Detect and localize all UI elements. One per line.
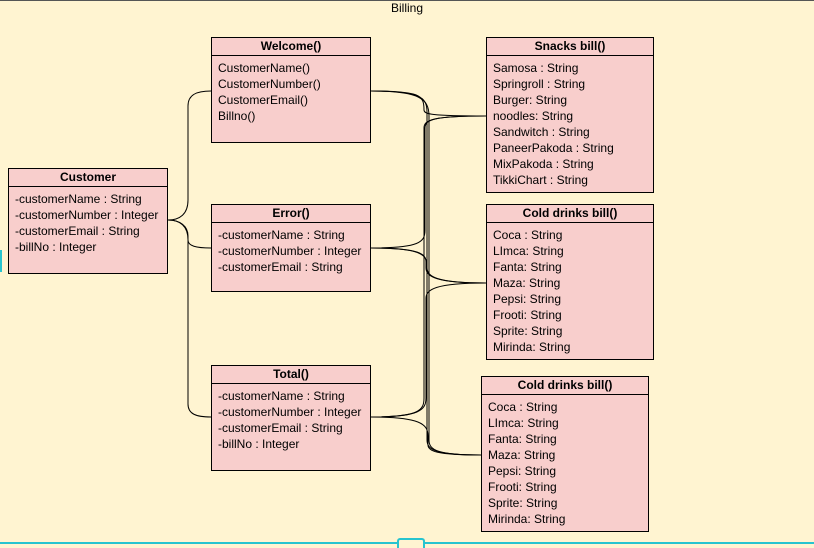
class-title: Total() — [212, 366, 370, 384]
class-member: CustomerEmail() — [218, 93, 309, 107]
class-member: Coca : String — [493, 228, 563, 242]
class-member: -customerEmail : String — [218, 260, 343, 274]
class-member: -billNo : Integer — [15, 240, 97, 254]
class-member: Maza: String — [493, 276, 561, 290]
class-title: Cold drinks bill() — [487, 205, 653, 223]
class-member: -customerName : String — [218, 228, 345, 242]
class-member: Mirinda: String — [488, 512, 566, 526]
class-title: Error() — [212, 205, 370, 223]
class-member: LImca: String — [493, 244, 564, 258]
class-customer[interactable]: Customer -customerName : String -custome… — [8, 168, 168, 274]
class-member: CustomerNumber() — [218, 77, 321, 91]
class-member: noodles: String — [493, 109, 574, 123]
class-member: Frooti: String — [493, 308, 562, 322]
class-snacks-bill[interactable]: Snacks bill() Samosa : String Springroll… — [486, 37, 654, 193]
class-member: Coca : String — [488, 400, 558, 414]
class-cold-drinks-bill-2[interactable]: Cold drinks bill() Coca : String LImca: … — [481, 376, 649, 532]
class-member: Maza: String — [488, 448, 556, 462]
class-total[interactable]: Total() -customerName : String -customer… — [211, 365, 371, 471]
connector-total-cold2 — [370, 416, 482, 456]
class-member: -billNo : Integer — [218, 437, 300, 451]
class-member: Sprite: String — [493, 324, 563, 338]
class-member: Burger: String — [493, 93, 568, 107]
class-member: -customerNumber : Integer — [218, 405, 362, 419]
class-title: Snacks bill() — [487, 38, 653, 56]
resize-handle[interactable] — [397, 538, 425, 548]
class-member: -customerNumber : Integer — [15, 208, 159, 222]
class-member: -customerName : String — [218, 389, 345, 403]
class-member: TikkiChart : String — [493, 173, 588, 187]
class-member: LImca: String — [488, 416, 559, 430]
connector-customer-total — [167, 219, 212, 418]
class-member: PaneerPakoda : String — [493, 141, 614, 155]
class-member: Sprite: String — [488, 496, 558, 510]
connector-total-cold1 — [370, 282, 487, 418]
connector-customer-welcome — [167, 90, 212, 221]
selection-edge — [0, 250, 2, 272]
class-member: Fanta: String — [493, 260, 562, 274]
class-member: Springroll : String — [493, 77, 586, 91]
class-welcome[interactable]: Welcome() CustomerName() CustomerNumber(… — [211, 37, 371, 143]
class-member: Frooti: String — [488, 480, 557, 494]
diagram-title: Billing — [390, 1, 423, 15]
class-member: MixPakoda : String — [493, 157, 594, 171]
class-member: Pepsi: String — [493, 292, 562, 306]
class-member: Mirinda: String — [493, 340, 571, 354]
class-error[interactable]: Error() -customerName : String -customer… — [211, 204, 371, 292]
connector-customer-error — [167, 219, 212, 249]
class-member: -customerName : String — [15, 192, 142, 206]
class-title: Welcome() — [212, 38, 370, 56]
class-member: -customerEmail : String — [15, 224, 140, 238]
class-title: Customer — [9, 169, 167, 187]
class-member: Sandwitch : String — [493, 125, 590, 139]
class-member: -customerEmail : String — [218, 421, 343, 435]
class-member: Samosa : String — [493, 61, 579, 75]
class-cold-drinks-bill[interactable]: Cold drinks bill() Coca : String LImca: … — [486, 204, 654, 360]
class-title: Cold drinks bill() — [482, 377, 648, 395]
class-member: Fanta: String — [488, 432, 557, 446]
class-member: CustomerName() — [218, 61, 311, 75]
class-member: Pepsi: String — [488, 464, 557, 478]
class-member: -customerNumber : Integer — [218, 244, 362, 258]
class-member: Billno() — [218, 109, 256, 123]
